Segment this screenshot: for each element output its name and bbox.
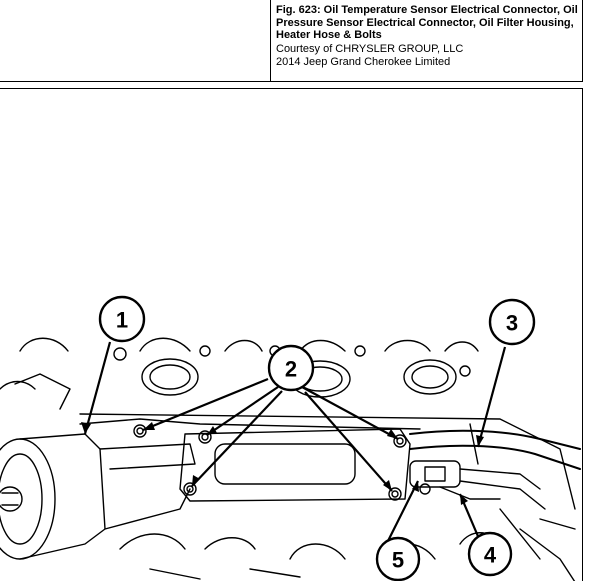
callout-label-1: 1 (116, 308, 128, 333)
callout-label-5: 5 (392, 548, 404, 573)
callout-circle-5 (375, 536, 421, 581)
courtesy-line: Courtesy of CHRYSLER GROUP, LLC (276, 42, 464, 55)
callout-label-4: 4 (484, 543, 497, 568)
callout-label-2: 2 (285, 357, 297, 382)
callout-circle-2 (267, 344, 315, 392)
figure-title: Fig. 623: Oil Temperature Sensor Electri… (276, 4, 578, 41)
engine-illustration: 1 2 3 4 5 (0, 295, 581, 581)
callout-circle-4 (467, 531, 513, 577)
callout-label-3: 3 (506, 311, 518, 336)
caption-table: Fig. 623: Oil Temperature Sensor Electri… (0, 0, 583, 82)
figure-frame: 1 2 3 4 5 (0, 88, 583, 581)
caption-empty-cell (0, 0, 271, 81)
vehicle-line: 2014 Jeep Grand Cherokee Limited (276, 56, 451, 68)
caption-cell: Fig. 623: Oil Temperature Sensor Electri… (276, 4, 581, 69)
callout-circle-1 (98, 295, 146, 343)
callout-circle-3 (488, 298, 536, 346)
